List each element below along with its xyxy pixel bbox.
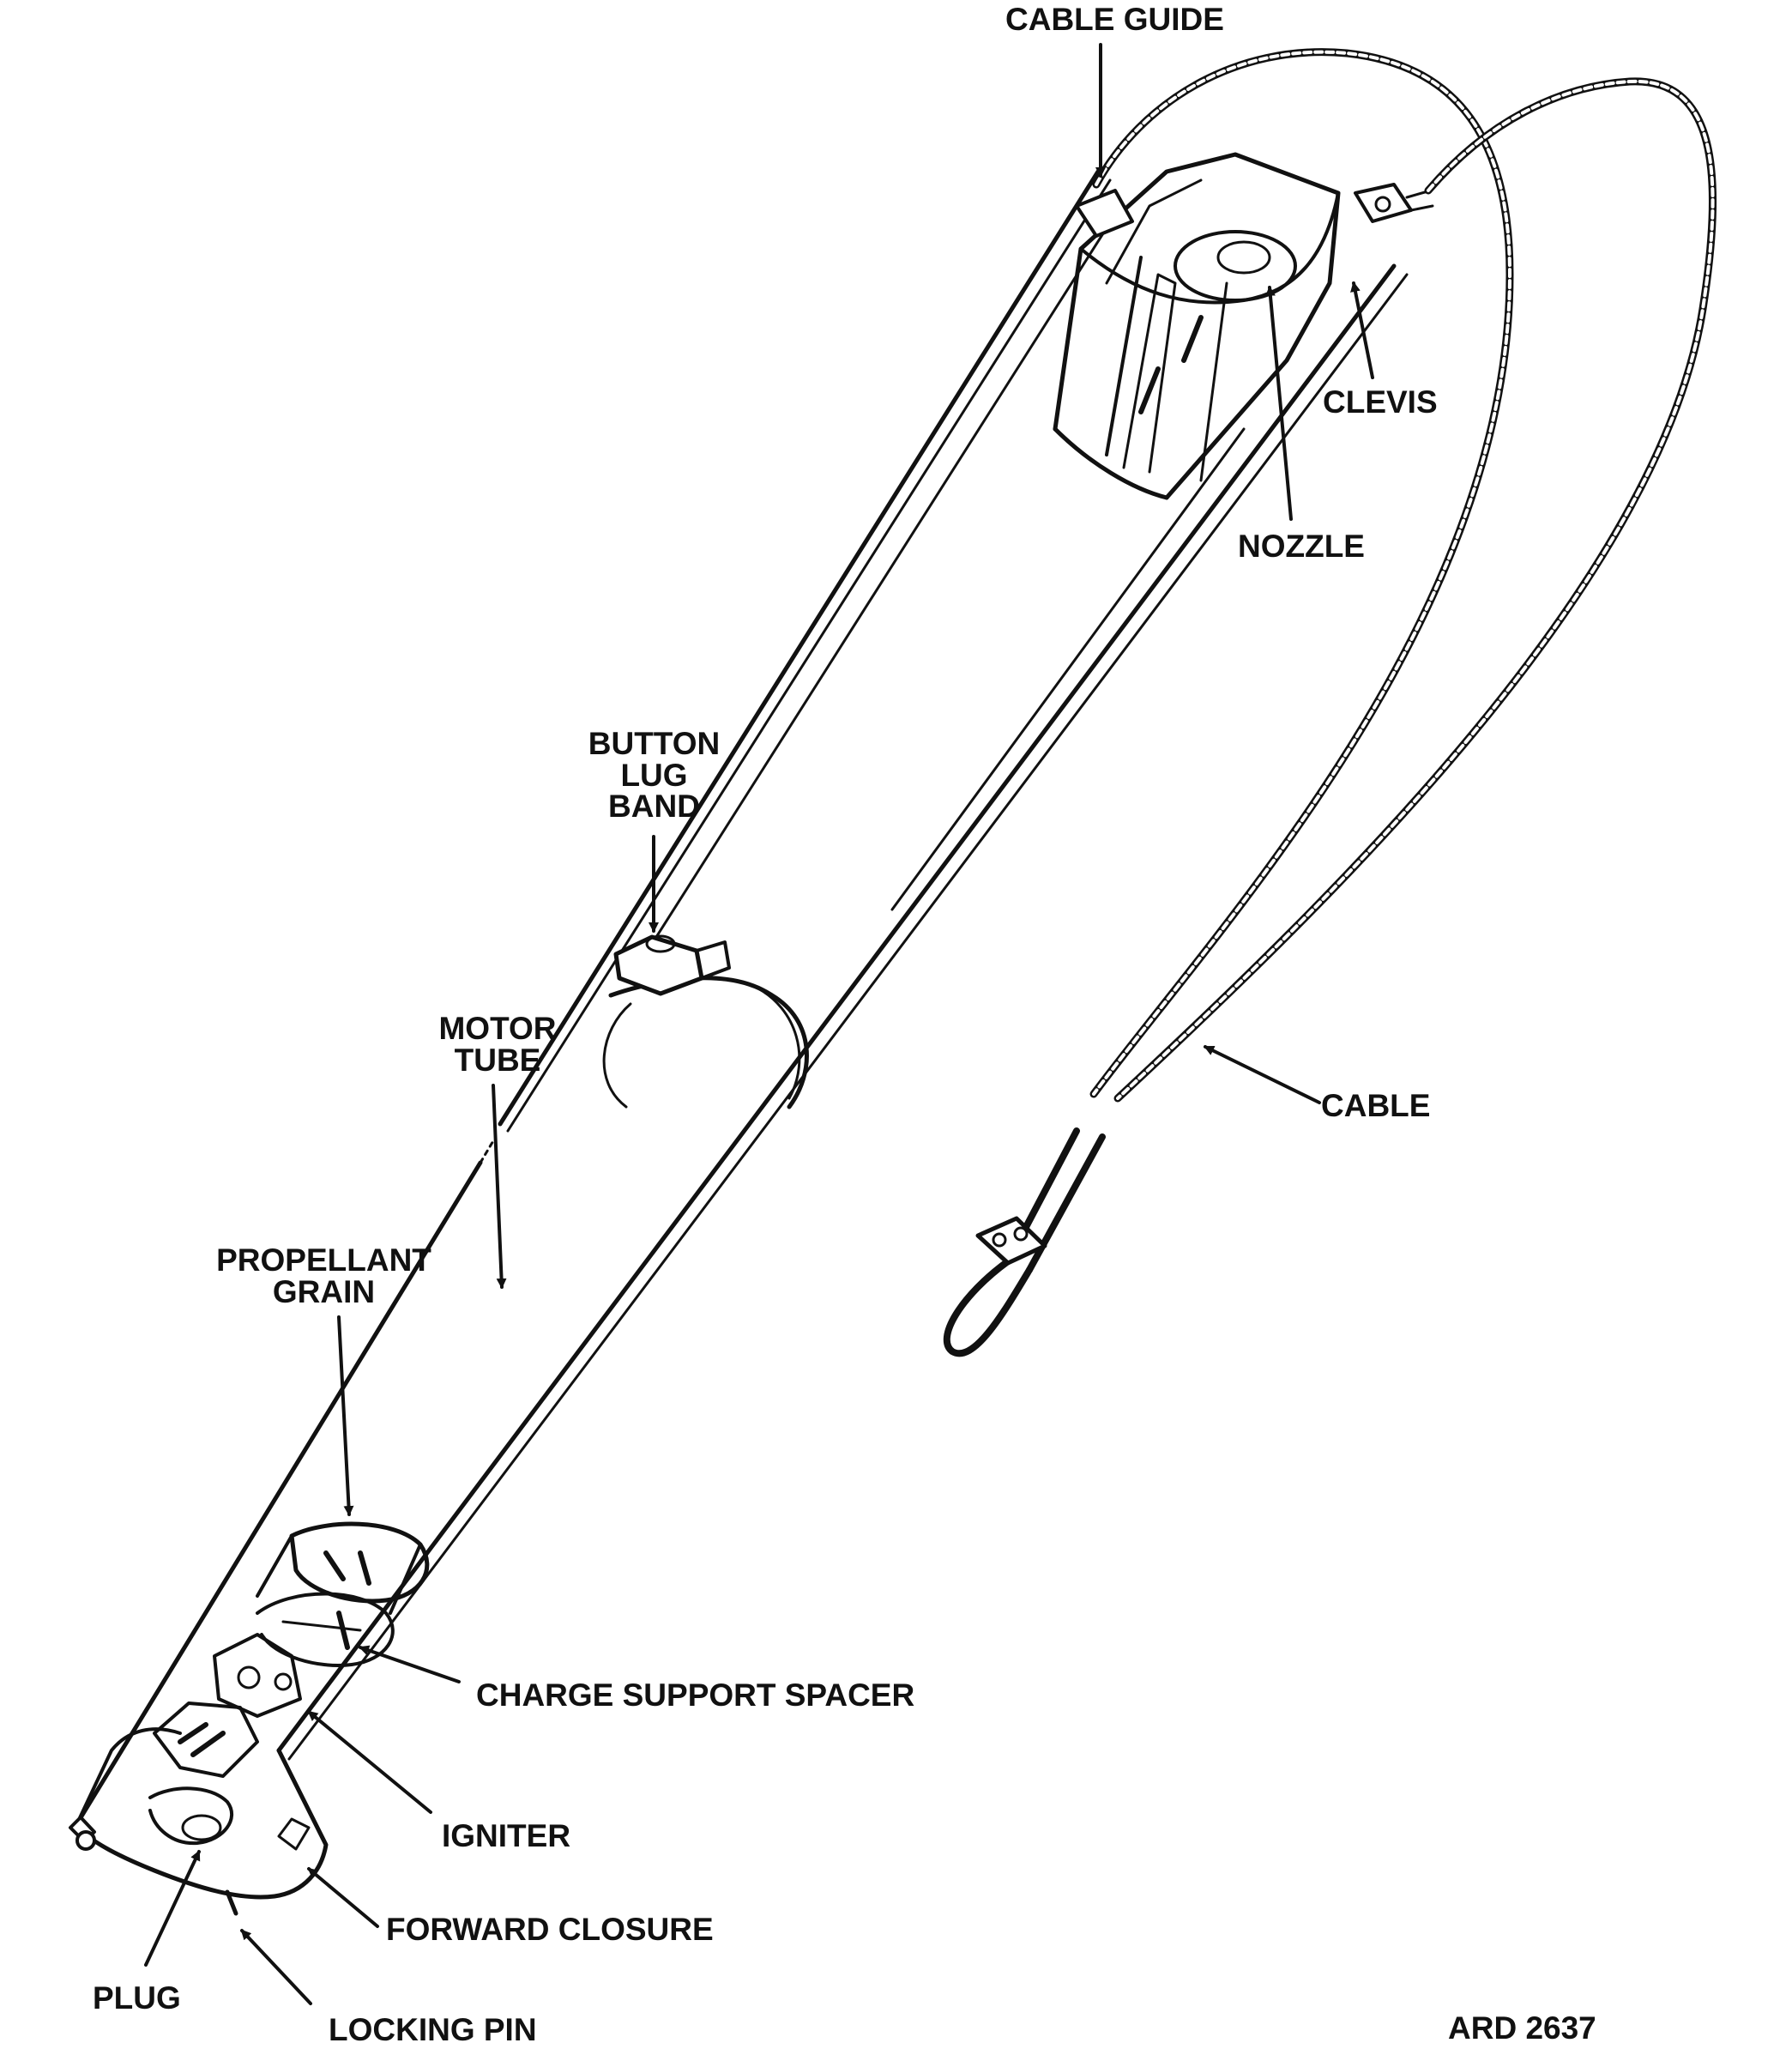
label-grain: GRAIN: [272, 1274, 376, 1309]
arrow-forward-closure: [307, 1867, 379, 1928]
nozzle-assembly: [1053, 152, 1434, 500]
label-igniter: IGNITER: [442, 1818, 571, 1853]
forward-closure-assembly: [69, 1521, 430, 1916]
arrow-motor-tube: [492, 1084, 507, 1289]
cable: [943, 48, 1717, 1357]
label-cable-guide: CABLE GUIDE: [1005, 2, 1224, 37]
arrow-locking-pin: [240, 1929, 312, 2005]
label-band: BAND: [608, 789, 700, 824]
label-forward-closure: FORWARD CLOSURE: [386, 1912, 714, 1947]
label-charge-support-spacer: CHARGE SUPPORT SPACER: [476, 1677, 915, 1713]
button-lug-band: [602, 934, 809, 1109]
figure-id: ARD 2637: [1448, 2010, 1596, 2046]
label-plug: PLUG: [93, 1980, 181, 2016]
label-lug: LUG: [620, 758, 688, 793]
label-propellant: PROPELLANT: [216, 1242, 431, 1278]
leader-arrows: [144, 43, 1374, 2005]
label-nozzle: NOZZLE: [1238, 529, 1365, 564]
motor-tube-body: [75, 169, 1409, 1826]
arrow-igniter: [307, 1710, 432, 1814]
label-motor: MOTOR: [438, 1011, 557, 1046]
arrow-clevis: [1350, 281, 1374, 379]
arrow-nozzle: [1264, 286, 1293, 521]
label-button: BUTTON: [588, 726, 721, 761]
label-cable: CABLE: [1321, 1088, 1431, 1123]
arrow-plug: [144, 1850, 201, 1967]
label-clevis: CLEVIS: [1323, 384, 1438, 420]
arrow-charge-support-spacer: [359, 1645, 461, 1683]
label-locking-pin: LOCKING PIN: [329, 2012, 537, 2047]
arrow-propellant-grain: [337, 1315, 354, 1516]
label-tube: TUBE: [454, 1043, 541, 1078]
arrow-cable: [1204, 1045, 1321, 1104]
